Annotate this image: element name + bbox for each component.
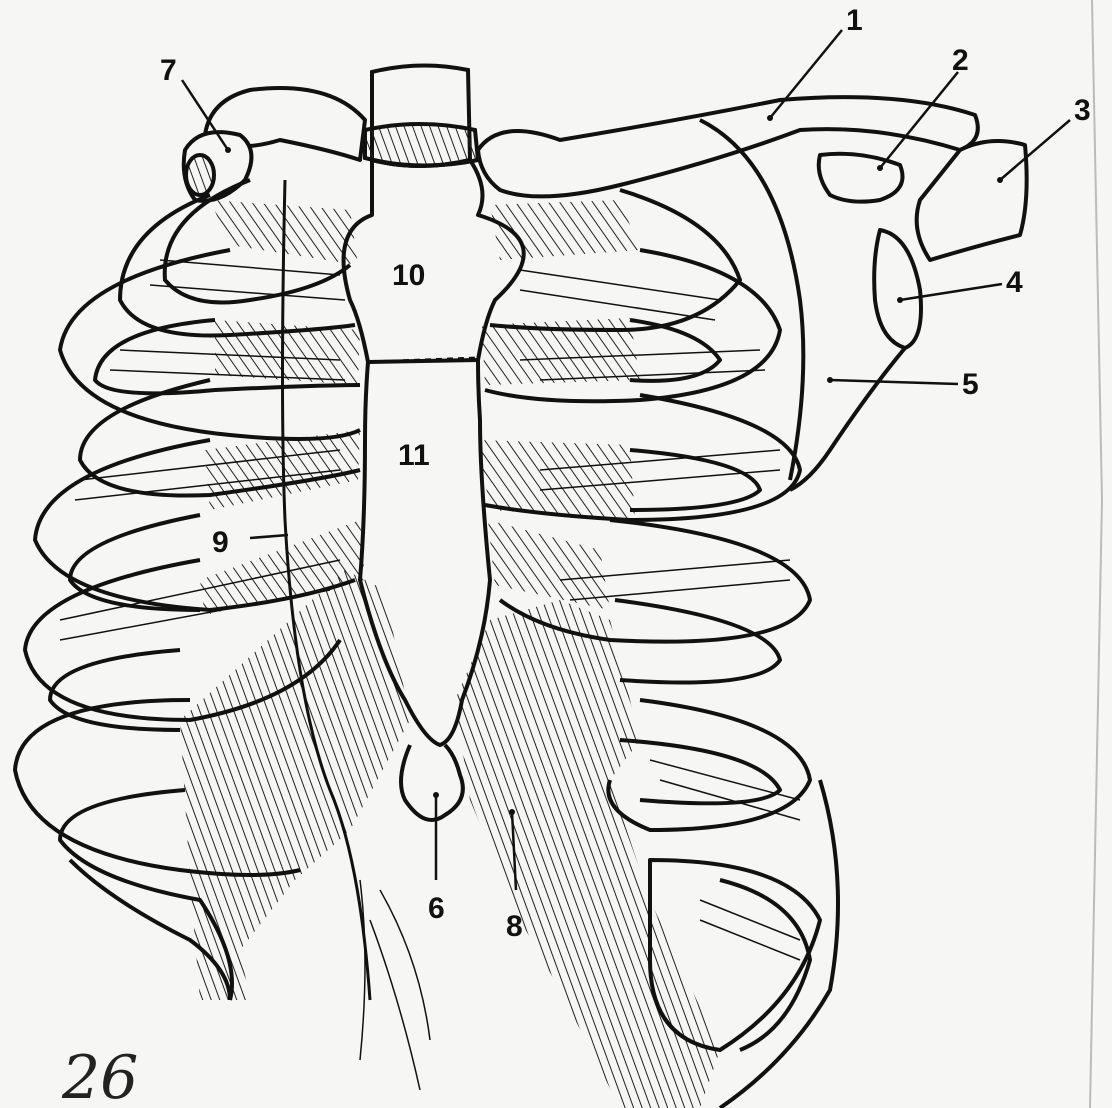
rib-section (186, 155, 214, 195)
label-5: 5 (962, 368, 979, 401)
label-11: 11 (398, 439, 430, 472)
page-number: 26 (61, 1043, 138, 1108)
coracoid-process (819, 154, 903, 202)
label-10: 10 (392, 259, 425, 292)
label-9: 9 (212, 526, 229, 559)
label-7: 7 (160, 54, 177, 87)
label-6: 6 (428, 892, 445, 925)
label-4: 4 (1006, 266, 1023, 299)
label-8: 8 (506, 910, 523, 943)
label-2: 2 (952, 44, 969, 77)
label-3: 3 (1074, 94, 1091, 127)
label-1: 1 (846, 4, 863, 37)
